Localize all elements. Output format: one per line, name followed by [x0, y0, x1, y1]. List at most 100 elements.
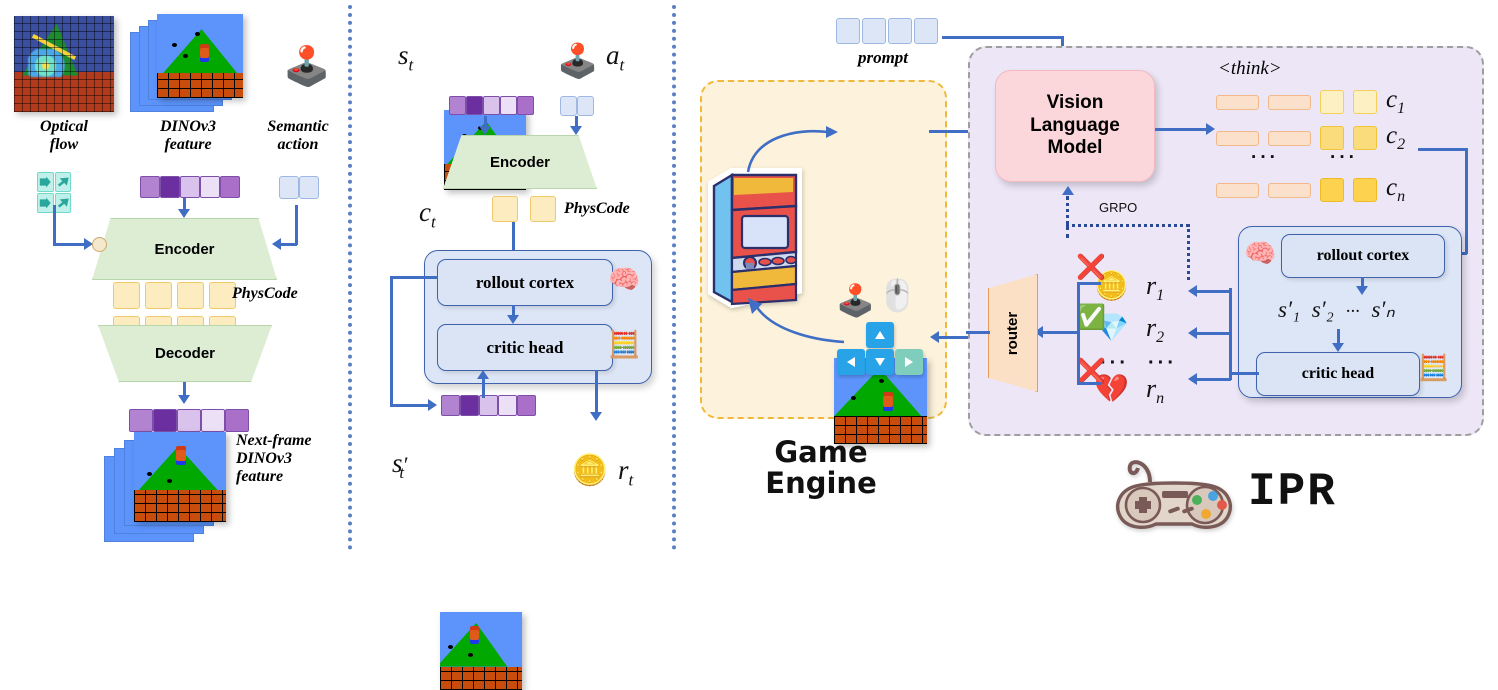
arrow-dpad-to-arcade: [748, 298, 845, 344]
rollout-cortex-label-panel3: rollout cortex: [1316, 247, 1410, 264]
think-code-label-1: c1: [1386, 86, 1406, 117]
calculator-icon-panel3: 🧮: [1418, 354, 1450, 382]
semantic-action-label: Semantic action: [267, 118, 329, 153]
coin-icon-reward-1: 🪙: [1094, 270, 1129, 301]
arrow-vlm-to-think: [1155, 128, 1210, 131]
rollout-state-n: s′ₙ: [1371, 297, 1395, 322]
think-bar: [1216, 130, 1259, 146]
dinov3-token-strip: [140, 176, 240, 198]
reward-label-n: rn: [1146, 374, 1165, 408]
dpad-keys[interactable]: [836, 322, 926, 380]
mouse-icon: 🖱️: [878, 278, 917, 313]
gamepad-icon: [1110, 452, 1238, 536]
dinov3-frame: [157, 14, 243, 98]
dpad-down-key[interactable]: [866, 349, 894, 375]
rollout-cortex-box-panel2[interactable]: rollout cortex: [437, 259, 613, 306]
feedback-loop-head: [428, 399, 437, 411]
arrow-decoder-out: [183, 382, 186, 396]
router-block[interactable]: router: [988, 274, 1038, 392]
next-state-token-strip-panel2: [441, 395, 536, 416]
think-code-square: [1353, 126, 1377, 150]
rollout-states-ellipsis: ···: [1345, 301, 1360, 322]
optical-flow-label: Optical flow: [40, 118, 88, 153]
brain-icon-panel2: 🧠: [608, 264, 641, 294]
encoder-block-panel1: Encoder: [92, 218, 277, 280]
arrow-rollout-to-critic-panel2: [512, 305, 515, 317]
think-bar: [1268, 182, 1311, 198]
arrow-flow-to-encoder-h: [53, 243, 86, 246]
ipr-title: IPR: [1248, 466, 1337, 518]
arrow-rollout-to-critic-panel2-head: [507, 315, 519, 324]
arrow-arcade-to-frame: [746, 126, 838, 173]
arrow-code-to-module: [512, 222, 515, 258]
physcode-label-panel1: PhysCode: [232, 285, 298, 302]
think-code-square: [1353, 90, 1377, 114]
action-token-strip: [560, 96, 594, 116]
think-row-1: c1: [1216, 86, 1405, 118]
joystick-icon-panel3: 🕹️: [836, 283, 875, 318]
rollout-state-2: s′₂: [1311, 297, 1334, 322]
state-symbol-label: st: [398, 40, 414, 75]
think-to-rollout-v: [1465, 148, 1468, 254]
verdict-bus-h-bot: [1077, 382, 1101, 385]
critic-to-critic-h: [1229, 372, 1259, 375]
feedback-loop-v: [390, 276, 393, 406]
arcade-cabinet-icon: [706, 166, 812, 310]
grpo-label: GRPO: [1099, 200, 1138, 215]
reject-icon-n: ❌: [1076, 358, 1106, 385]
arrow-router-to-dpad-head: [930, 331, 939, 343]
arrow-prompt-to-vlm-h: [942, 36, 1063, 39]
reward-bus-head3: [1188, 373, 1197, 385]
think-code-square: [1320, 90, 1344, 114]
next-state-symbol-label: s′t: [392, 448, 408, 483]
think-ellipsis-right: ···: [1330, 147, 1358, 168]
router-out-left: [966, 331, 990, 334]
next-frame: [134, 432, 226, 522]
critic-head-box-panel2[interactable]: critic head: [437, 324, 613, 371]
feedback-loop-h-top: [390, 276, 438, 279]
dpad-up-key[interactable]: [866, 322, 894, 348]
prompt-label: prompt: [857, 48, 909, 67]
dinov3-frame-stack: [130, 14, 246, 114]
rollout-cortex-box-panel3[interactable]: rollout cortex: [1281, 234, 1445, 278]
physcode-label-panel2: PhysCode: [564, 200, 630, 217]
arrow-rollout-to-states-head: [1356, 286, 1368, 295]
grpo-arrow-v: [1066, 196, 1069, 238]
arrow-action-to-encoder2: [575, 116, 578, 127]
think-code-square: [1353, 178, 1377, 202]
think-bar: [1216, 94, 1259, 110]
arrow-dinov3-to-encoder-head: [178, 209, 190, 218]
encoder-label-panel1: Encoder: [154, 240, 215, 258]
verdict-to-router-h: [1042, 331, 1080, 334]
calculator-icon-panel2: 🧮: [608, 329, 641, 359]
semantic-action-token: [279, 176, 319, 199]
arrow-dinov3-to-encoder: [183, 198, 186, 210]
next-state-frame-image: [440, 612, 522, 690]
reward-ellipsis-icon: ···: [1100, 352, 1129, 374]
reward-bus-v: [1229, 288, 1232, 380]
game-engine-title: Game Engine: [765, 435, 877, 501]
vision-language-model-box[interactable]: Vision Language Model: [995, 70, 1155, 182]
think-code-label-n: cn: [1386, 174, 1406, 205]
code-symbol-label: ct: [419, 197, 436, 232]
arrow-rollout-to-states: [1361, 277, 1364, 288]
think-code-square: [1320, 178, 1344, 202]
panel-divider-2: [672, 5, 676, 550]
reward-bus-h1: [1196, 290, 1231, 293]
think-ellipsis-left: ···: [1251, 147, 1279, 168]
dpad-right-key[interactable]: [895, 349, 923, 375]
think-tag-label: <think>: [1218, 58, 1282, 79]
dpad-left-key[interactable]: [837, 349, 865, 375]
prompt-token-strip: [836, 18, 938, 44]
optical-flow-token: [37, 172, 71, 213]
verdict-to-router-head: [1034, 326, 1043, 338]
brain-icon-panel3: 🧠: [1244, 238, 1277, 268]
critic-head-box-panel3[interactable]: critic head: [1256, 352, 1420, 396]
vlm-label: Vision Language Model: [1030, 92, 1120, 159]
reward-label-2: r2: [1146, 313, 1165, 347]
arrow-action-to-encoder-h: [281, 243, 297, 246]
decoder-label: Decoder: [154, 345, 216, 362]
rollout-state-1: s′₁: [1278, 297, 1300, 322]
feedback-loop-h-bottom: [390, 404, 430, 407]
arrow-states-to-critic: [1337, 329, 1340, 345]
